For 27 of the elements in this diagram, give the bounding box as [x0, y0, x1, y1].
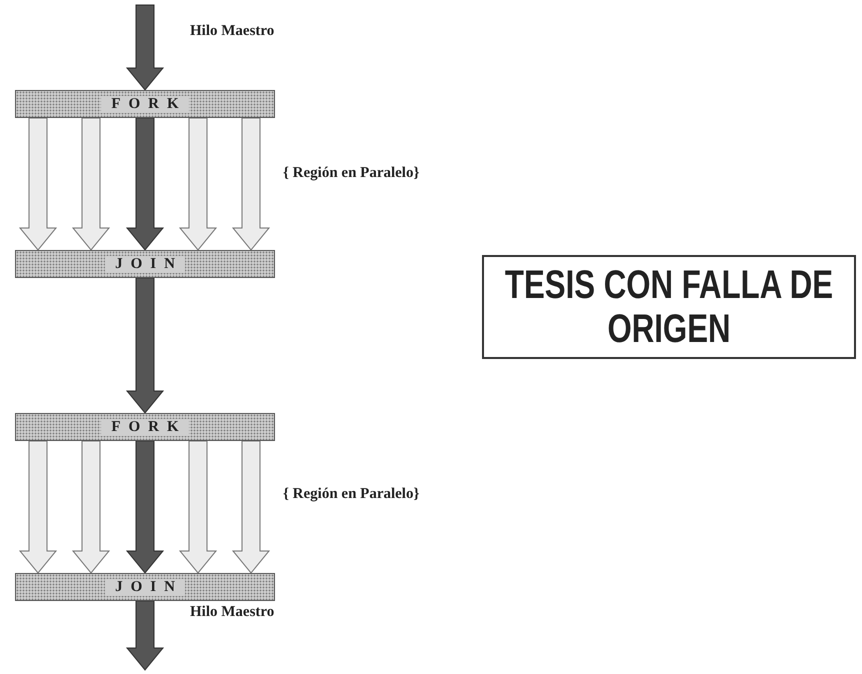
annotation-text: Hilo Maestro [190, 604, 274, 621]
block-arrow [232, 118, 270, 251]
process-bar [15, 90, 275, 118]
node-label: TESIS CON FALLA DE ORIGEN [504, 263, 834, 351]
block-arrow [18, 118, 58, 251]
stamp-box [482, 255, 856, 359]
node-label: FORK [101, 418, 189, 436]
block-arrow [232, 440, 270, 574]
process-bar [15, 573, 275, 601]
block-arrow [18, 440, 58, 574]
annotation-text: { Región en Paralelo} [283, 486, 420, 503]
block-arrow [72, 440, 110, 574]
block-arrow [126, 118, 164, 251]
node-label: JOIN [105, 256, 185, 272]
process-bar [15, 413, 275, 441]
block-arrow [126, 4, 164, 91]
annotation-text: { Región en Paralelo} [283, 165, 420, 182]
block-arrow [126, 440, 164, 574]
process-bar [15, 250, 275, 278]
block-arrow [72, 118, 110, 251]
node-label: JOIN [105, 578, 185, 596]
block-arrow [126, 600, 164, 671]
block-arrow [178, 118, 218, 251]
node-label: FORK [101, 96, 189, 112]
annotation-text: Hilo Maestro [190, 23, 274, 40]
block-arrow [178, 440, 218, 574]
block-arrow [126, 278, 164, 414]
